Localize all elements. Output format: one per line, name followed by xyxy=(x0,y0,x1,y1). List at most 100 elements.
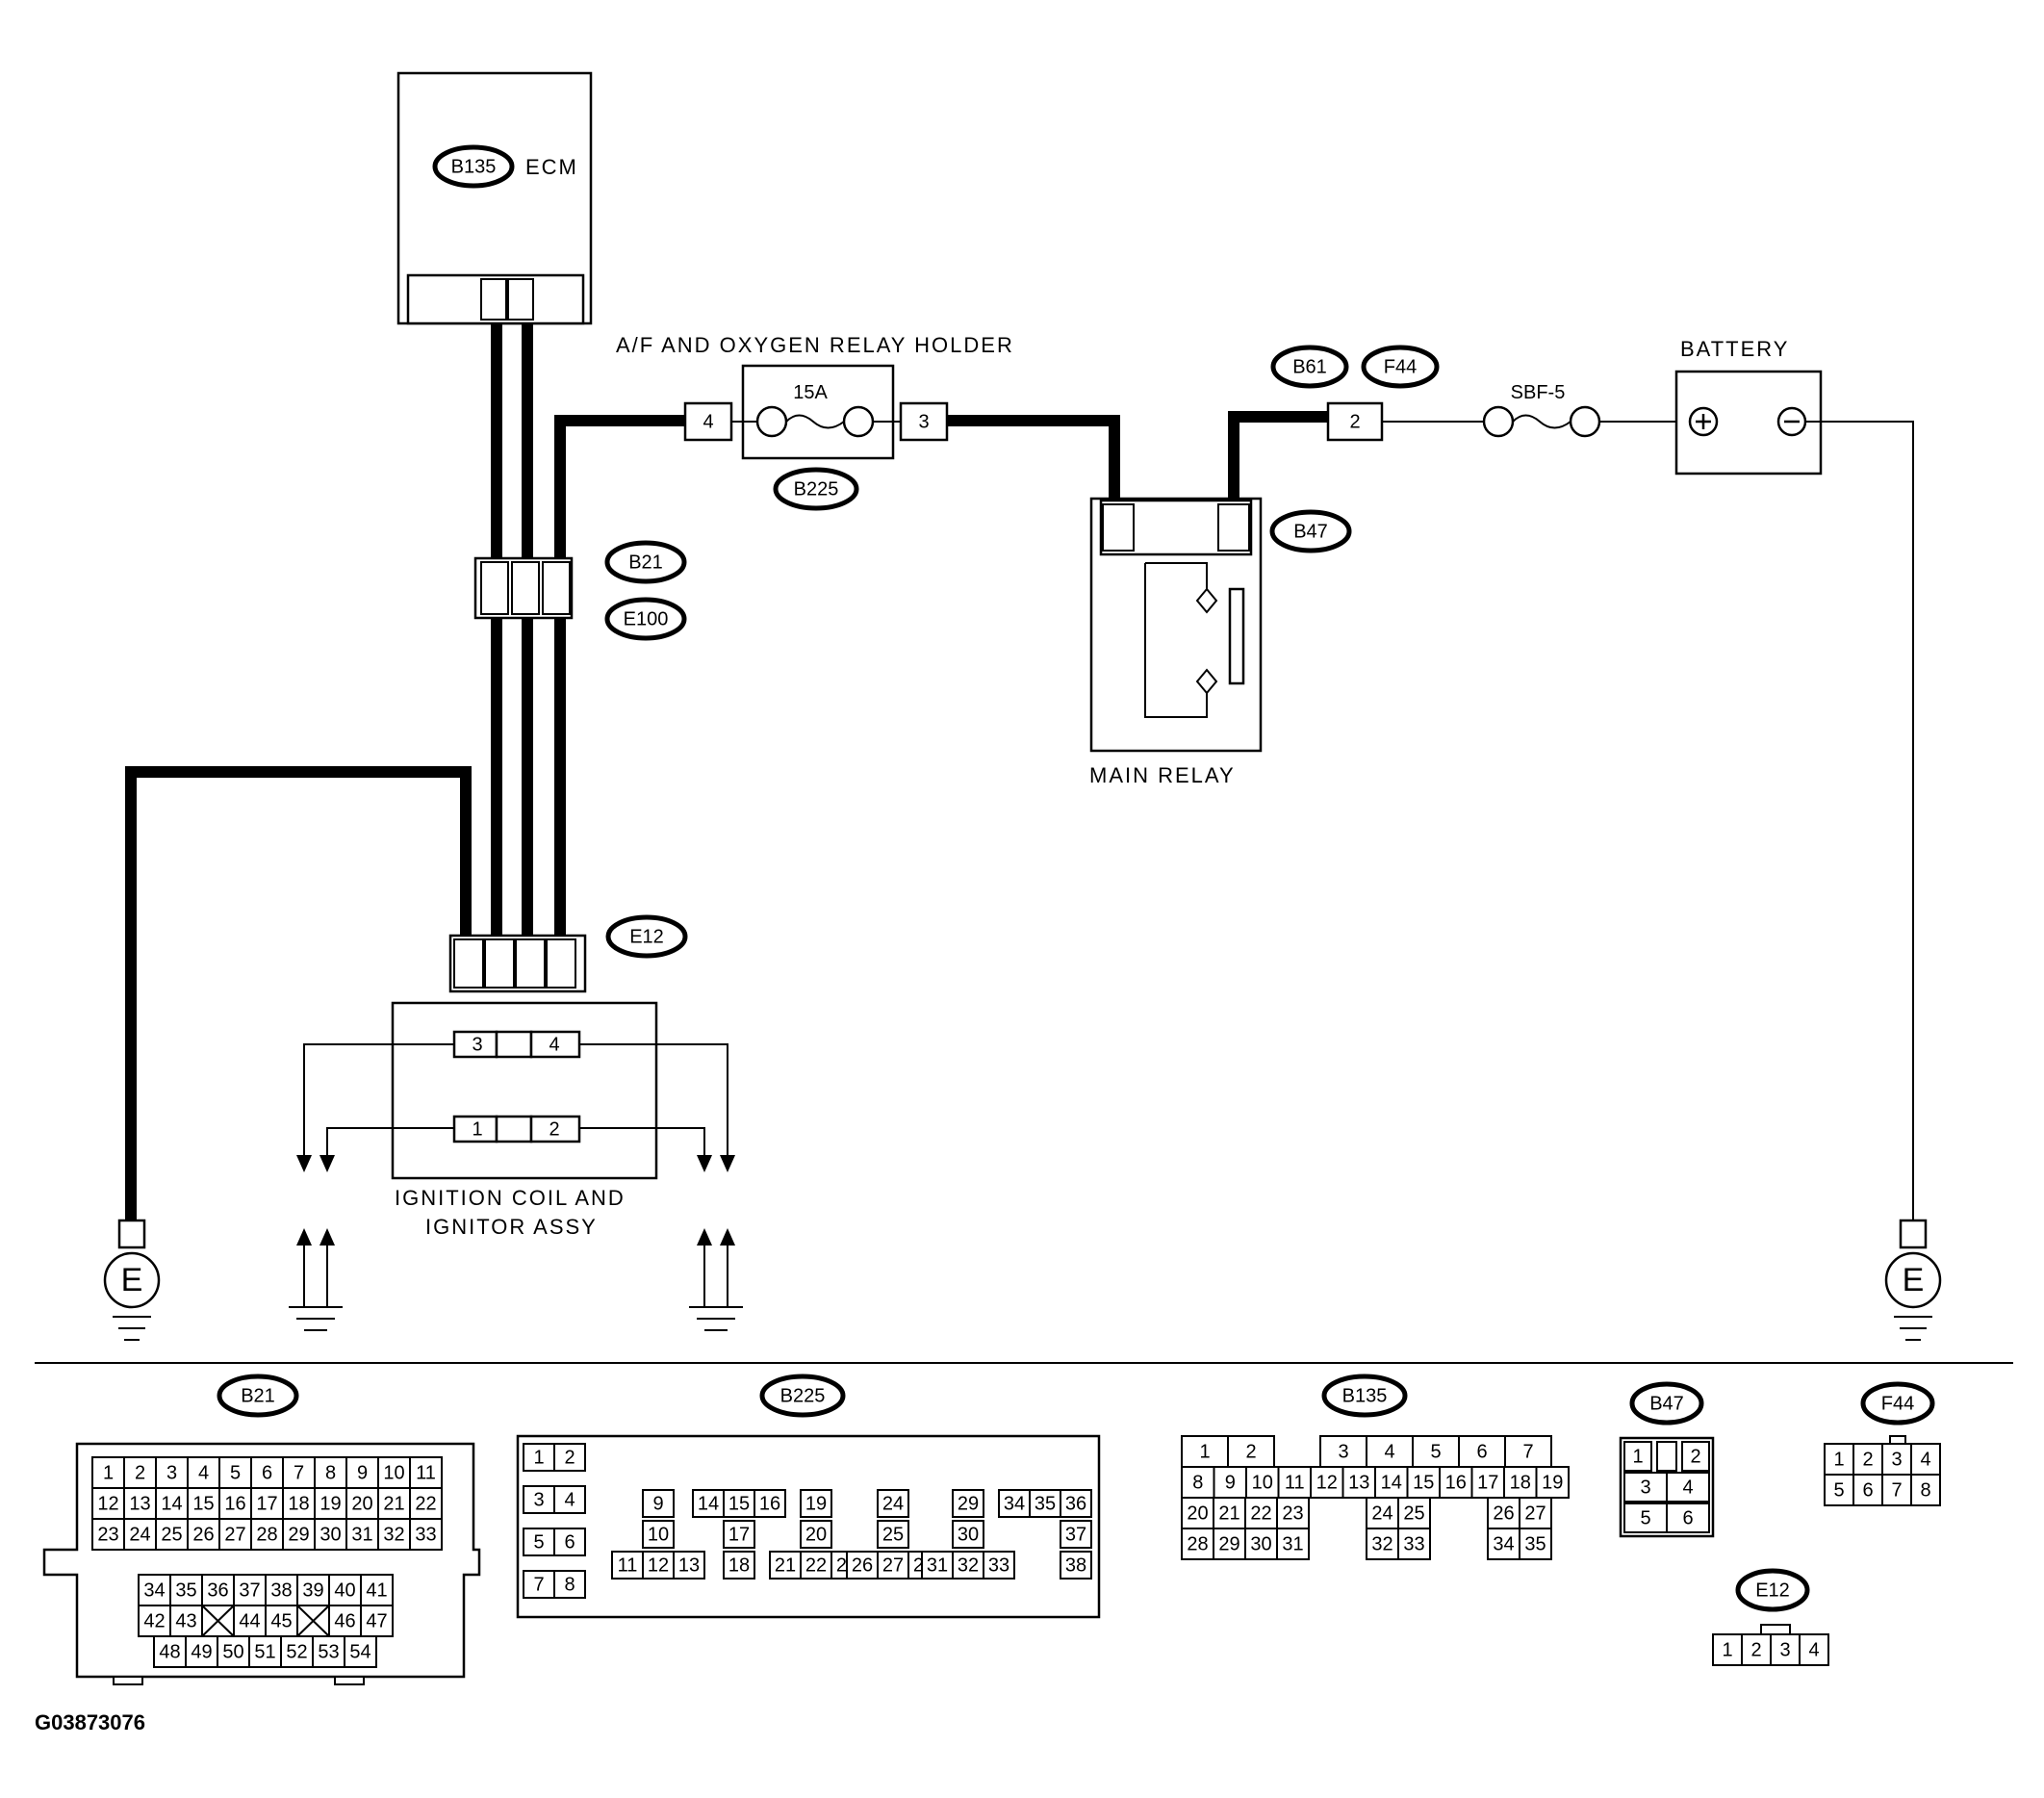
coil-pin-4: 4 xyxy=(549,1034,559,1055)
b225-pin-number: 38 xyxy=(1065,1554,1086,1576)
b135-pin-number: 17 xyxy=(1477,1472,1498,1493)
b225-pin-number: 12 xyxy=(648,1554,669,1576)
b21-pin xyxy=(282,1518,316,1551)
b21-pin xyxy=(377,1518,411,1551)
b135-pin-number: 34 xyxy=(1493,1533,1514,1554)
b225-pin xyxy=(723,1551,755,1580)
fuse-15a-label: 15A xyxy=(793,382,828,403)
b135-pin xyxy=(1504,1435,1552,1468)
conn-b47-label: B47 xyxy=(1649,1393,1684,1414)
b135-pin-number: 23 xyxy=(1282,1503,1303,1524)
b135-pin-number: 4 xyxy=(1384,1441,1394,1462)
b225-pin xyxy=(642,1551,675,1580)
b21-pin-number: 14 xyxy=(161,1493,182,1514)
b135-pin xyxy=(1412,1435,1460,1468)
b135-pin xyxy=(1227,1435,1275,1468)
b135-pin-number: 9 xyxy=(1225,1472,1236,1493)
b135-pin-number: 25 xyxy=(1403,1503,1424,1524)
b21-pin-number: 19 xyxy=(319,1493,341,1514)
b21-pin-number: 20 xyxy=(351,1493,372,1514)
e12-pin-number: 1 xyxy=(1722,1639,1732,1660)
b225-pin xyxy=(800,1489,832,1518)
b225-pin xyxy=(800,1520,832,1549)
conn-b225-oval xyxy=(759,1374,846,1418)
b225-pin-number: 13 xyxy=(678,1554,700,1576)
figure-id: G03873076 xyxy=(35,1710,145,1734)
conn-b47-oval xyxy=(1629,1381,1704,1426)
f44-pin xyxy=(1881,1474,1912,1506)
f44-pin xyxy=(1910,1474,1941,1506)
b135-pin-number: 8 xyxy=(1192,1472,1203,1493)
b135-pin-number: 3 xyxy=(1338,1441,1348,1462)
b21-pin-number: 34 xyxy=(143,1580,165,1601)
b21-pin-number: 16 xyxy=(224,1493,245,1514)
b135-pin-number: 16 xyxy=(1445,1472,1467,1493)
b21-pin-number: 26 xyxy=(192,1524,214,1545)
b225-pin-number: 37 xyxy=(1065,1524,1086,1545)
b21-pin-number: 24 xyxy=(129,1524,150,1545)
main-relay-label: MAIN RELAY xyxy=(1089,763,1236,787)
b225-pin xyxy=(877,1551,909,1580)
b21-pin-number: 4 xyxy=(198,1462,209,1483)
b225-pin xyxy=(553,1443,586,1472)
b21-pin xyxy=(187,1518,220,1551)
b21-pin-number: 40 xyxy=(334,1580,355,1601)
b21-pin-number: 12 xyxy=(97,1493,118,1514)
f44-pin-number: 1 xyxy=(1833,1449,1844,1470)
b225-pin xyxy=(723,1489,755,1518)
b21-pin-number: 51 xyxy=(254,1641,275,1662)
b225-pin xyxy=(983,1551,1015,1580)
b135-pin xyxy=(1341,1466,1376,1499)
f44-pin-number: 4 xyxy=(1920,1449,1930,1470)
b135-pin-number: 31 xyxy=(1282,1533,1303,1554)
f44-pin-number: 2 xyxy=(1862,1449,1873,1470)
b225-pin xyxy=(611,1551,644,1580)
conn-b225-label: B225 xyxy=(780,1385,826,1406)
b225-pin-number: 33 xyxy=(988,1554,1009,1576)
ground-icon xyxy=(1884,1251,1942,1309)
f44-pin-number: 5 xyxy=(1833,1479,1844,1501)
b47-pin xyxy=(1666,1472,1710,1503)
b21-pin-number: 5 xyxy=(230,1462,241,1483)
b21-pin-number: 50 xyxy=(222,1641,243,1662)
relay-holder-pin-3: 3 xyxy=(918,411,929,432)
b21-pin-number: 25 xyxy=(161,1524,182,1545)
b135-pin-number: 11 xyxy=(1285,1472,1305,1493)
b21-pin-number: 29 xyxy=(288,1524,309,1545)
b225-pin-number: 3 xyxy=(533,1489,544,1510)
b225-pin-number: 19 xyxy=(805,1493,827,1514)
b21-pin-number: 54 xyxy=(349,1641,370,1662)
b21-pin xyxy=(296,1574,330,1606)
ground-left: E xyxy=(103,1219,161,1341)
b225-pin-number: 24 xyxy=(882,1493,904,1514)
b21-pin-number: 44 xyxy=(239,1610,260,1631)
conn-e12-oval xyxy=(1735,1568,1810,1612)
b21-pin xyxy=(201,1574,235,1606)
b21-pin xyxy=(344,1635,377,1668)
b47-pin-number: 3 xyxy=(1640,1477,1650,1498)
b135-pin xyxy=(1487,1497,1520,1529)
b21-pin-number: 33 xyxy=(415,1524,436,1545)
b135-pin xyxy=(1458,1435,1506,1468)
b225-pin-number: 30 xyxy=(958,1524,979,1545)
f44-pin-number: 8 xyxy=(1920,1479,1930,1501)
b225-pin-number: 25 xyxy=(882,1524,904,1545)
b225-pin xyxy=(553,1485,586,1514)
b21-tag: B21 xyxy=(628,552,663,573)
relay-holder-pin-4: 4 xyxy=(703,411,713,432)
b21-pin-number: 30 xyxy=(319,1524,341,1545)
conn-e12-label: E12 xyxy=(1755,1580,1790,1601)
b21-pin xyxy=(217,1635,250,1668)
b135-pin-number: 10 xyxy=(1252,1472,1273,1493)
b21-pin-number: 35 xyxy=(175,1580,196,1601)
conn-b135-label: B135 xyxy=(1342,1385,1388,1406)
b21-pin-number: 31 xyxy=(351,1524,372,1545)
e12-pin-number: 4 xyxy=(1808,1639,1819,1660)
ignition-label-line1: IGNITION COIL AND xyxy=(395,1186,626,1210)
b21-pin-number: 43 xyxy=(175,1610,196,1631)
b135-pin xyxy=(1439,1466,1473,1499)
b135-pin xyxy=(1519,1528,1552,1560)
ecm-label: ECM xyxy=(525,155,578,179)
b225-pin xyxy=(769,1551,802,1580)
b21-pin-number: 28 xyxy=(256,1524,277,1545)
